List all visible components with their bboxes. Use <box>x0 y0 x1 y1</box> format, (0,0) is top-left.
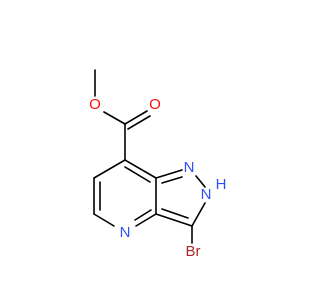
bond-c7-c6 <box>93 159 126 179</box>
molecule-diagram: O O N N H N Br <box>89 69 227 260</box>
atom-h-on-n: H <box>216 176 227 193</box>
atom-o-carbonyl: O <box>149 96 161 113</box>
bond-c3-c3a <box>155 213 193 227</box>
molecule-structure: O O N N H N Br <box>89 69 227 260</box>
bond-c7a-c7-inner <box>124 166 151 183</box>
bond-carbonyl-double-b <box>127 115 151 130</box>
bond-o-carbonyl-carbon <box>103 111 126 125</box>
atom-o-ether: O <box>89 96 101 113</box>
bond-n4-c3a <box>135 213 157 227</box>
bond-c3a-c3-inner <box>161 208 189 219</box>
atom-bromine: Br <box>186 243 201 260</box>
bond-c5-n4 <box>93 213 115 227</box>
atom-n-ring1: N <box>184 159 195 176</box>
bond-c7a-c7 <box>124 159 157 179</box>
bond-c7a-n1-inner <box>161 176 183 184</box>
bond-carbonyl-double-a <box>124 110 148 125</box>
atom-n-pyridine: N <box>120 224 131 241</box>
bond-c7a-n1 <box>155 169 183 179</box>
atom-n-ring2: N <box>201 186 212 203</box>
bond-n1-n2 <box>195 175 206 188</box>
bond-n4-c3a-inner <box>134 209 152 221</box>
bond-n2-c3 <box>191 202 206 227</box>
